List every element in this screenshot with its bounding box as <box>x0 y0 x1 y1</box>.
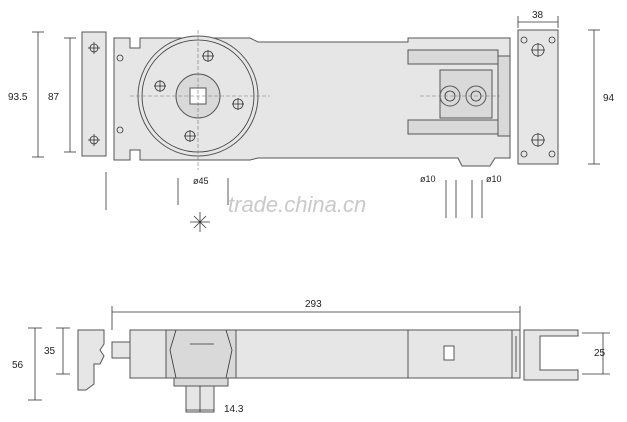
dim-bracket-height-label: 25 <box>594 348 606 359</box>
dim-total-length: 293 <box>111 299 521 330</box>
dim-height-inner: 87 <box>48 37 76 153</box>
valve-screws <box>420 85 500 107</box>
dim-spindle-diameter-label: ø45 <box>193 176 209 186</box>
top-view: 93.5 87 <box>8 10 615 232</box>
dim-height-outer: 93.5 <box>8 31 44 158</box>
dim-height-inner-label: 87 <box>48 92 60 103</box>
dim-side-height-inner-label: 35 <box>44 346 56 357</box>
left-mounting-plate <box>81 31 107 157</box>
side-left-bracket <box>77 329 105 391</box>
watermark: trade.china.cn <box>228 192 366 217</box>
dim-holes: ø10 ø10 <box>420 174 502 218</box>
dim-side-height-inner: 35 <box>44 327 70 375</box>
closer-body-side <box>129 329 521 379</box>
dim-height-outer-label: 93.5 <box>8 92 28 103</box>
dim-end-cap-width-label: 38 <box>532 10 544 21</box>
dim-end-cap-height: 94 <box>588 29 615 165</box>
dim-hole-right-label: ø10 <box>486 174 502 184</box>
dim-hole-left-label: ø10 <box>420 174 436 184</box>
dim-bracket-height: 25 <box>582 332 610 375</box>
side-right-bracket <box>523 329 579 381</box>
spindle-housing <box>130 30 270 170</box>
side-spacer <box>111 341 133 359</box>
side-view: 293 56 35 <box>12 299 610 415</box>
dim-spindle-width: 14.3 <box>186 404 244 415</box>
dim-total-length-label: 293 <box>305 299 322 310</box>
dim-end-cap-height-label: 94 <box>603 93 615 104</box>
right-end-cap <box>517 29 559 165</box>
dim-side-height-outer-label: 56 <box>12 360 24 371</box>
side-spindle <box>173 377 229 413</box>
dim-spindle-width-label: 14.3 <box>224 404 244 415</box>
dim-end-cap-width: 38 <box>517 10 559 28</box>
dim-spindle-diameter: ø45 <box>177 176 229 232</box>
spindle-screw-icons <box>154 50 244 142</box>
dim-side-height-outer: 56 <box>12 327 42 401</box>
